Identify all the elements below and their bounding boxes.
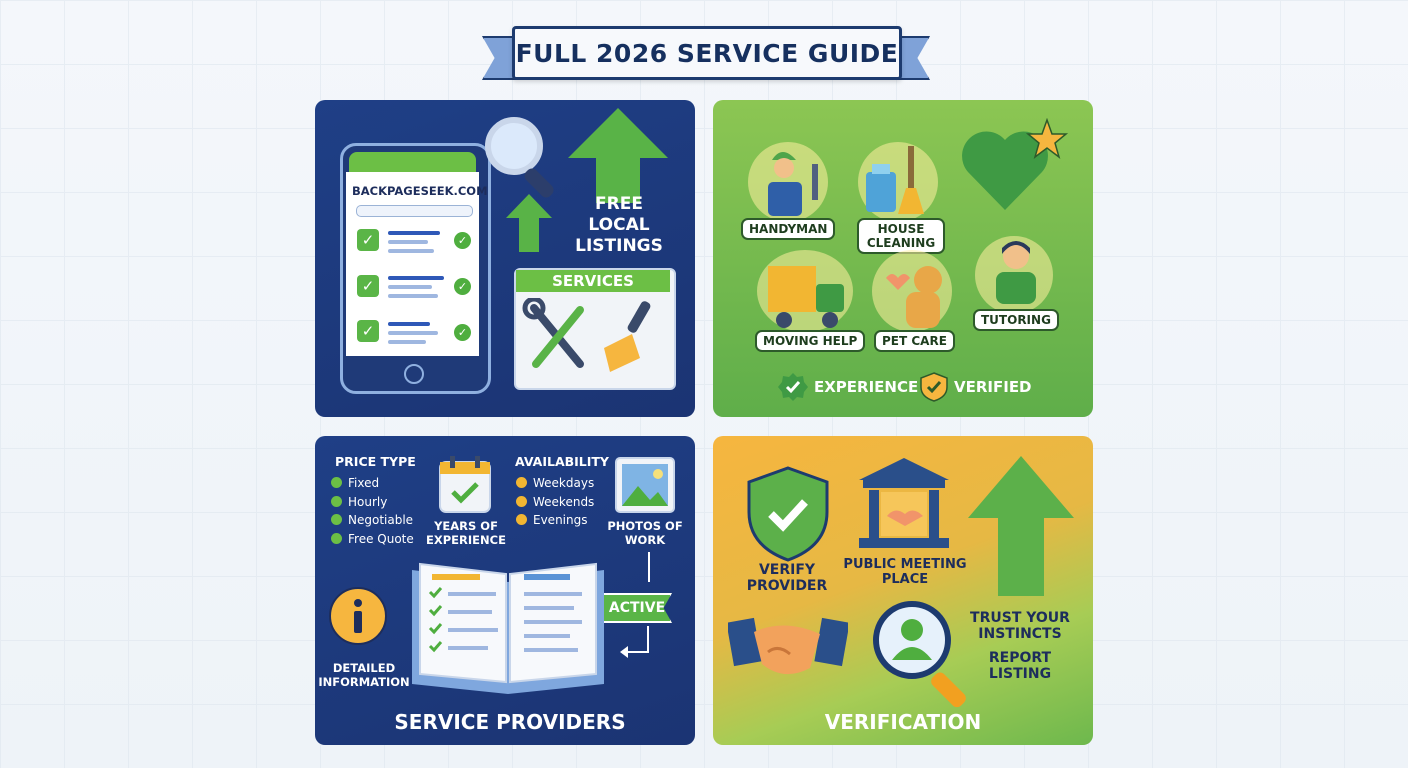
- listing-line: [388, 276, 444, 280]
- check-circle-icon: ✓: [454, 324, 471, 341]
- price-type-label: Negotiable: [348, 513, 414, 527]
- category-handyman: HANDYMAN: [741, 218, 836, 240]
- price-type-heading: PRICE TYPE: [335, 454, 416, 469]
- years-of-experience-label: YEARS OF EXPERIENCE: [426, 519, 506, 547]
- category-house-cleaning: HOUSE CLEANING: [857, 218, 945, 254]
- verified-shield-icon: [920, 372, 948, 402]
- availability-item: Weekdays: [516, 474, 594, 493]
- check-dot-icon: [331, 514, 342, 525]
- active-tag: ACTIVE: [602, 593, 672, 623]
- availability-label: Weekdays: [533, 476, 595, 490]
- availability-list: Weekdays Weekends Evenings: [516, 474, 594, 530]
- experience-label: EXPERIENCE: [814, 378, 919, 396]
- availability-item: Evenings: [516, 511, 594, 530]
- availability-item: Weekends: [516, 493, 594, 512]
- small-up-arrow-icon: [506, 194, 552, 252]
- return-arrow-icon: [620, 626, 649, 658]
- cleaning-icon: [866, 146, 924, 214]
- headline-line: FREE: [595, 194, 643, 214]
- price-type-item: Free Quote: [331, 530, 414, 549]
- trust-instincts-label: TRUST YOUR INSTINCTS: [970, 610, 1070, 642]
- handshake-icon: [728, 617, 848, 675]
- price-type-item: Negotiable: [331, 511, 414, 530]
- heart-star-icon: [962, 118, 1069, 210]
- moving-truck-icon: [768, 266, 844, 328]
- price-type-item: Fixed: [331, 474, 414, 493]
- search-bar: [356, 205, 473, 217]
- verification-title: VERIFICATION: [824, 710, 982, 734]
- listing-line: [388, 249, 434, 253]
- shield-check-icon: [747, 466, 829, 562]
- availability-label: Weekends: [533, 494, 595, 509]
- check-dot-icon: [516, 477, 527, 488]
- headline-line: LISTINGS: [575, 236, 663, 256]
- price-type-item: Hourly: [331, 493, 414, 512]
- listing-line: [388, 240, 428, 244]
- price-type-label: Free Quote: [348, 531, 414, 546]
- tutor-icon: [996, 241, 1036, 304]
- detailed-information-label: DETAILED INFORMATION: [318, 661, 410, 689]
- site-url: BACKPAGESEEK.COM: [352, 184, 488, 198]
- check-dot-icon: [516, 495, 527, 507]
- listing-line: [388, 322, 430, 326]
- trust-up-arrow-icon: [968, 456, 1074, 596]
- phone-home-button: [404, 364, 424, 384]
- availability-label: Evenings: [533, 513, 588, 527]
- public-meeting-place-label: PUBLIC MEETING PLACE: [843, 557, 967, 587]
- calendar-icon: [439, 456, 491, 513]
- info-icon: [329, 587, 387, 645]
- free-local-listings-label: FREE LOCAL LISTINGS: [560, 194, 678, 257]
- big-up-arrow-icon: [568, 108, 668, 203]
- check-dot-icon: [331, 477, 342, 488]
- check-dot-icon: [331, 532, 342, 544]
- check-circle-icon: ✓: [454, 278, 471, 295]
- price-type-label: Fixed: [348, 476, 380, 490]
- dot-icon: [516, 514, 527, 525]
- verify-provider-label: VERIFY PROVIDER: [746, 562, 828, 594]
- photo-icon: [615, 457, 675, 513]
- checkbox-icon: ✓: [357, 275, 379, 297]
- experience-badge-icon: [778, 373, 808, 401]
- guide-title-banner: FULL 2026 SERVICE GUIDE: [512, 26, 902, 80]
- page-title: FULL 2026 SERVICE GUIDE: [515, 38, 899, 68]
- services-tab-label: SERVICES: [516, 270, 670, 292]
- listing-line: [388, 285, 432, 289]
- phone-header-bar: [349, 152, 476, 172]
- tools-icon: [522, 298, 651, 372]
- magnifier-icon: [485, 117, 554, 198]
- report-magnifier-icon: [873, 601, 966, 708]
- dog-icon: [886, 266, 942, 328]
- price-type-label: Hourly: [348, 494, 388, 509]
- price-type-list: Fixed Hourly Negotiable Free Quote: [331, 474, 414, 548]
- listing-line: [388, 231, 440, 235]
- public-building-icon: [859, 458, 949, 548]
- availability-heading: AVAILABILITY: [515, 454, 609, 469]
- check-dot-icon: [331, 495, 342, 507]
- service-providers-title: SERVICE PROVIDERS: [394, 710, 626, 734]
- category-pet-care: PET CARE: [874, 330, 955, 352]
- listing-line: [388, 340, 426, 344]
- handyman-icon: [768, 152, 818, 216]
- photos-of-work-label: PHOTOS OF WORK: [607, 519, 683, 547]
- checkbox-icon: ✓: [357, 320, 379, 342]
- open-book-icon: [412, 562, 604, 694]
- connector-line: [648, 552, 650, 582]
- verified-label: VERIFIED: [954, 378, 1032, 396]
- report-listing-label: REPORT LISTING: [988, 650, 1052, 682]
- check-circle-icon: ✓: [454, 232, 471, 249]
- listing-line: [388, 331, 438, 335]
- category-tutoring: TUTORING: [973, 309, 1059, 331]
- checkbox-icon: ✓: [357, 229, 379, 251]
- category-moving-help: MOVING HELP: [755, 330, 866, 352]
- listing-line: [388, 294, 438, 298]
- headline-line: LOCAL: [588, 215, 650, 235]
